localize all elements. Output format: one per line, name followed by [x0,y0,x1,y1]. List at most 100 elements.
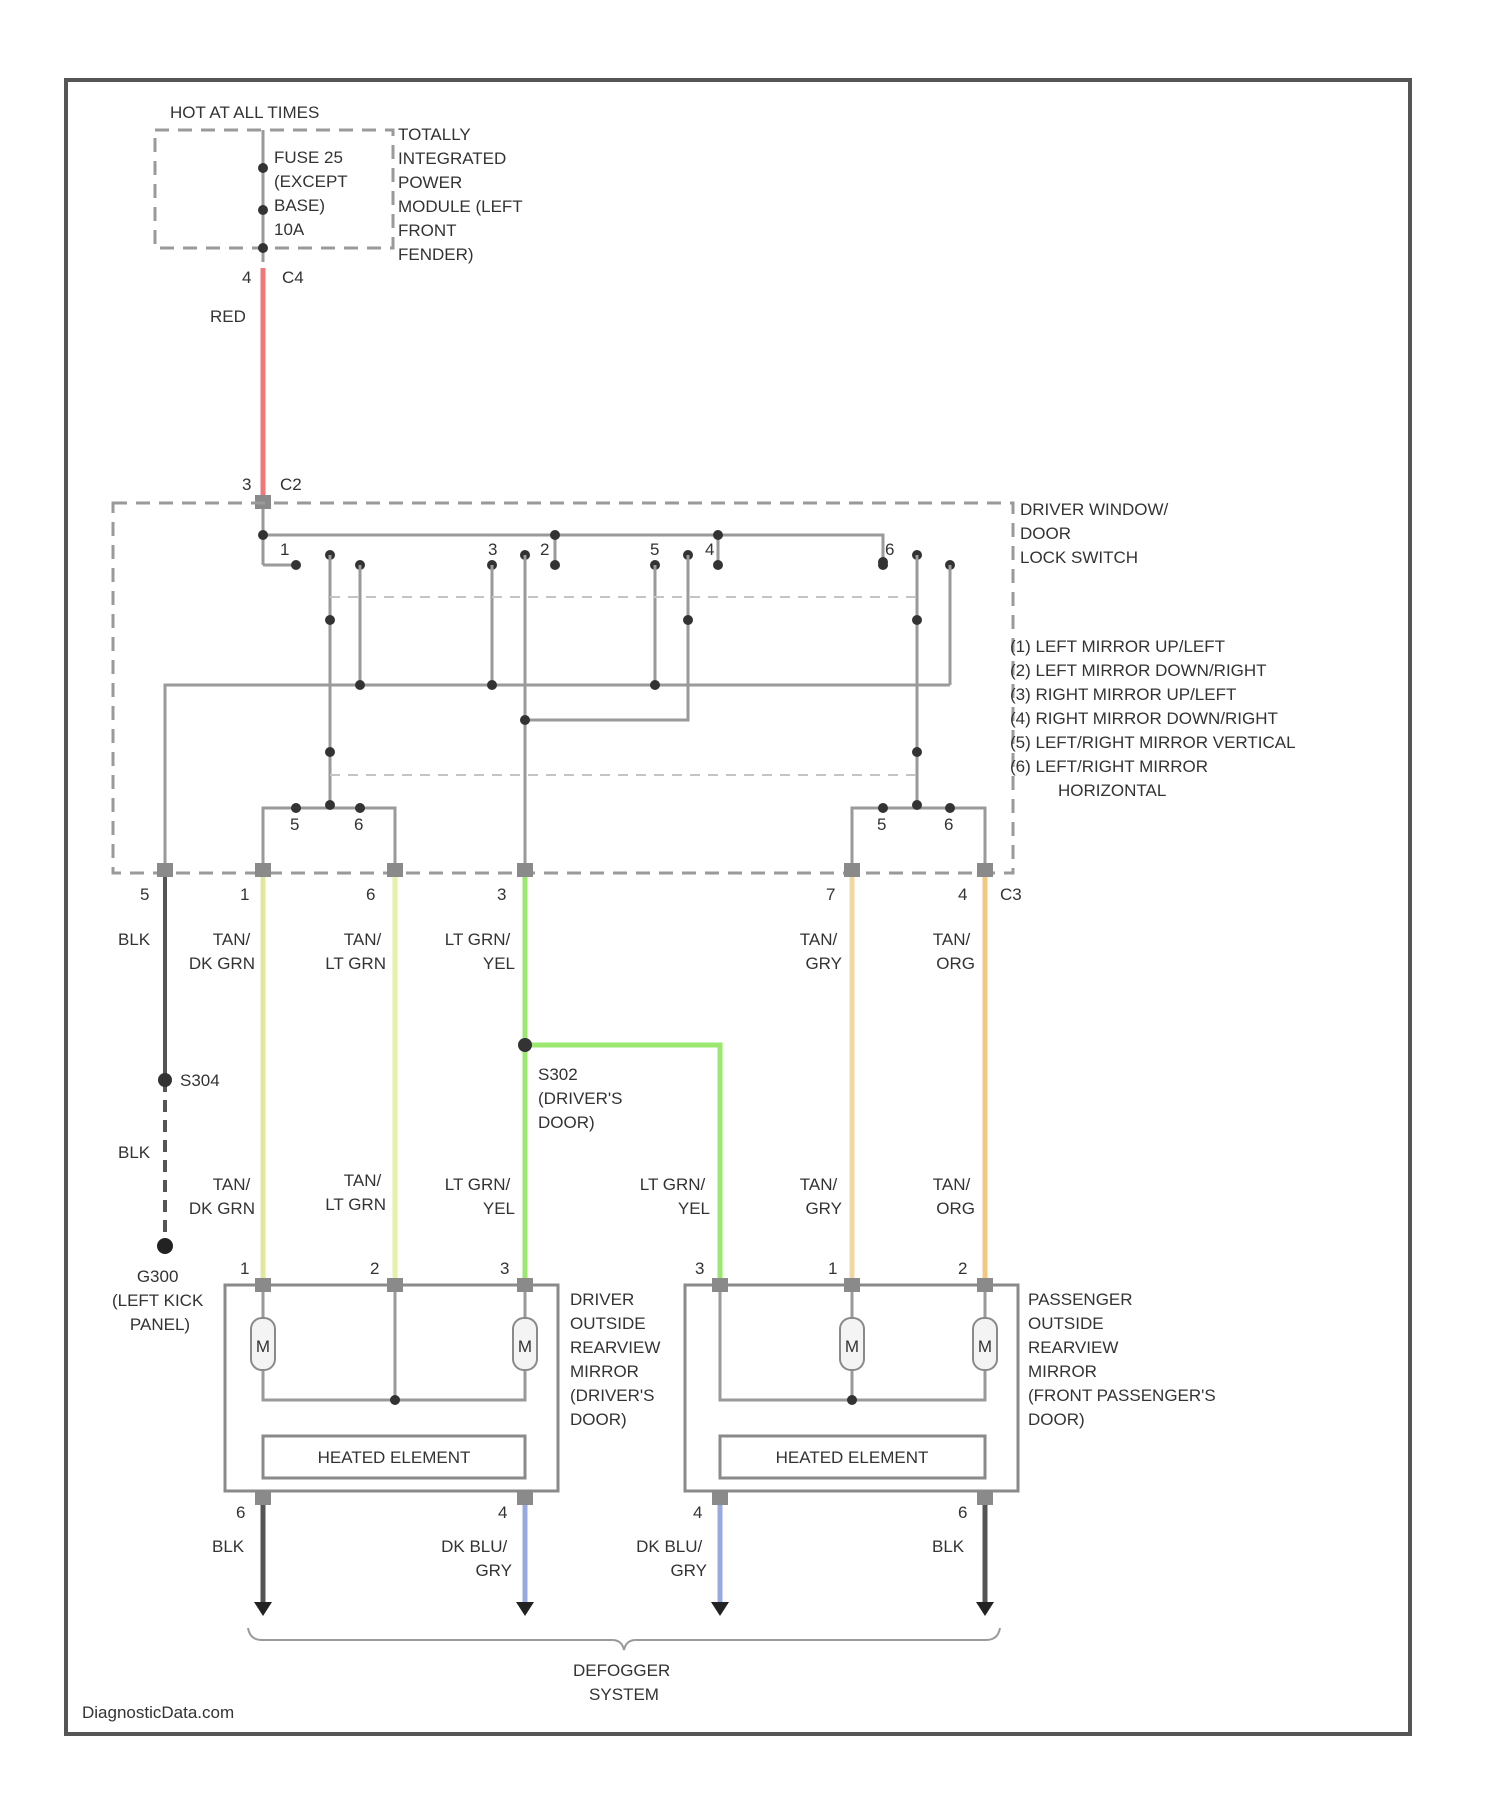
driver-mirror-lower-terminal [255,1491,271,1505]
right-sub-pin [912,800,922,810]
driver-heated-element-label: HEATED ELEMENT [318,1448,471,1467]
w2-label-top: TAN/ LT GRN [325,930,386,973]
passenger-mirror-label: PASSENGER OUTSIDE REARVIEW MIRROR (FRONT… [1028,1290,1221,1429]
blk-label-top: BLK [118,930,151,949]
arrow-down-icon [254,1602,272,1616]
passenger-mirror-terminal [977,1278,993,1292]
out-node [912,747,922,757]
w3b-label-bottom: LT GRN/ YEL [640,1175,710,1218]
driver-motor-1-label: M [256,1337,270,1356]
s304-label: S304 [180,1071,220,1090]
contact-pin [291,560,301,570]
c3-pin-3: 3 [497,885,506,904]
left-sub-num-6: 6 [354,815,363,834]
arrow-down-icon [516,1602,534,1616]
c3-pin-4: 4 [958,885,967,904]
fuse-terminal-exit [258,243,268,253]
w5-label-bottom: TAN/ ORG [933,1175,975,1218]
blk-label-bottom: BLK [118,1143,151,1162]
lower-w4-label: BLK [932,1537,965,1556]
right-sub-num-6: 6 [944,815,953,834]
w4-label-bottom: TAN/ GRY [800,1175,842,1218]
arrow-down-icon [976,1602,994,1616]
c3-terminal [977,863,993,877]
w2-label-bottom: TAN/ LT GRN [325,1171,386,1214]
left-sub-num-5: 5 [290,815,299,834]
passenger-mirror-pin-3: 3 [695,1259,704,1278]
w3-label-bottom: LT GRN/ YEL [445,1175,515,1218]
fuse-terminal-top [258,163,268,173]
watermark: DiagnosticData.com [82,1703,234,1722]
out-node [520,715,530,725]
g300-ground [157,1238,173,1254]
out-node [325,615,335,625]
gbus-node [355,680,365,690]
c3-terminal [517,863,533,877]
switch-contact-2: 2 [540,540,549,559]
driver-mirror-lower-terminal [517,1491,533,1505]
bus-node-1 [258,530,268,540]
fuse-terminal-bottom [258,205,268,215]
diagram-frame [66,80,1410,1734]
driver-mirror-lower-pin-4: 4 [498,1503,507,1522]
driver-mirror-lower-pin-6: 6 [236,1503,245,1522]
left-sub-pin [325,800,335,810]
passenger-motor-1-label: M [845,1337,859,1356]
w4-label-top: TAN/ GRY [800,930,842,973]
passenger-mirror-terminal [844,1278,860,1292]
switch-contact-4: 4 [705,540,714,559]
driver-motor-2-label: M [518,1337,532,1356]
bus-node-2 [550,530,560,540]
red-wire-label: RED [210,307,246,326]
right-subswitch [852,808,985,870]
passenger-mirror-terminal [712,1278,728,1292]
left-sub-pin [355,803,365,813]
switch-contact-6: 6 [885,540,894,559]
defogger-bracket [248,1628,1000,1650]
switch-contact-3: 3 [488,540,497,559]
w3-label-top: LT GRN/ YEL [445,930,515,973]
driver-mirror-pin-3: 3 [500,1259,509,1278]
c3-terminal [255,863,271,877]
passenger-mirror-node [847,1395,857,1405]
passenger-mirror-lower-terminal [712,1491,728,1505]
passenger-motor-2-label: M [978,1337,992,1356]
passenger-mirror-lower-terminal [977,1491,993,1505]
g300-label: G300 (LEFT KICK PANEL) [112,1267,208,1334]
switch-title: DRIVER WINDOW/ DOOR LOCK SWITCH [1020,500,1173,567]
switch-output-bus [525,610,688,720]
w1-label-top: TAN/ DK GRN [189,930,255,973]
lower-w3-label: DK BLU/ GRY [636,1537,707,1580]
left-subswitch [263,808,395,870]
switch-common-bus [263,535,883,562]
c3-pin-5: 5 [140,885,149,904]
passenger-mirror-lower-pin-4: 4 [693,1503,702,1522]
left-sub-pin [291,803,301,813]
c3-pin-1: 1 [240,885,249,904]
contact-pin [550,560,560,570]
defogger-label: DEFOGGER SYSTEM [573,1661,675,1704]
driver-mirror-terminal [517,1278,533,1292]
switch-contact-5: 5 [650,540,659,559]
lower-w2-label: DK BLU/ GRY [441,1537,512,1580]
switch-legend: (1) LEFT MIRROR UP/LEFT (2) LEFT MIRROR … [1010,637,1300,800]
c4-connector-label: C4 [282,268,304,287]
driver-mirror-pin-2: 2 [370,1259,379,1278]
c3-pin-6: 6 [366,885,375,904]
driver-mirror-terminal [255,1278,271,1292]
c3-terminal [844,863,860,877]
s302-splice [518,1038,532,1052]
out-node [912,615,922,625]
arrow-down-icon [711,1602,729,1616]
bus-node-3 [713,530,723,540]
hot-at-all-times-label: HOT AT ALL TIMES [170,103,319,122]
switch-contact-1: 1 [280,540,289,559]
driver-mirror-terminal [387,1278,403,1292]
contact-pin [713,560,723,570]
c2-pin-label: 3 [242,475,251,494]
passenger-mirror-pin-1: 1 [828,1259,837,1278]
driver-mirror-pin-1: 1 [240,1259,249,1278]
c3-terminal [387,863,403,877]
contact-pin [878,560,888,570]
out-node [683,615,693,625]
